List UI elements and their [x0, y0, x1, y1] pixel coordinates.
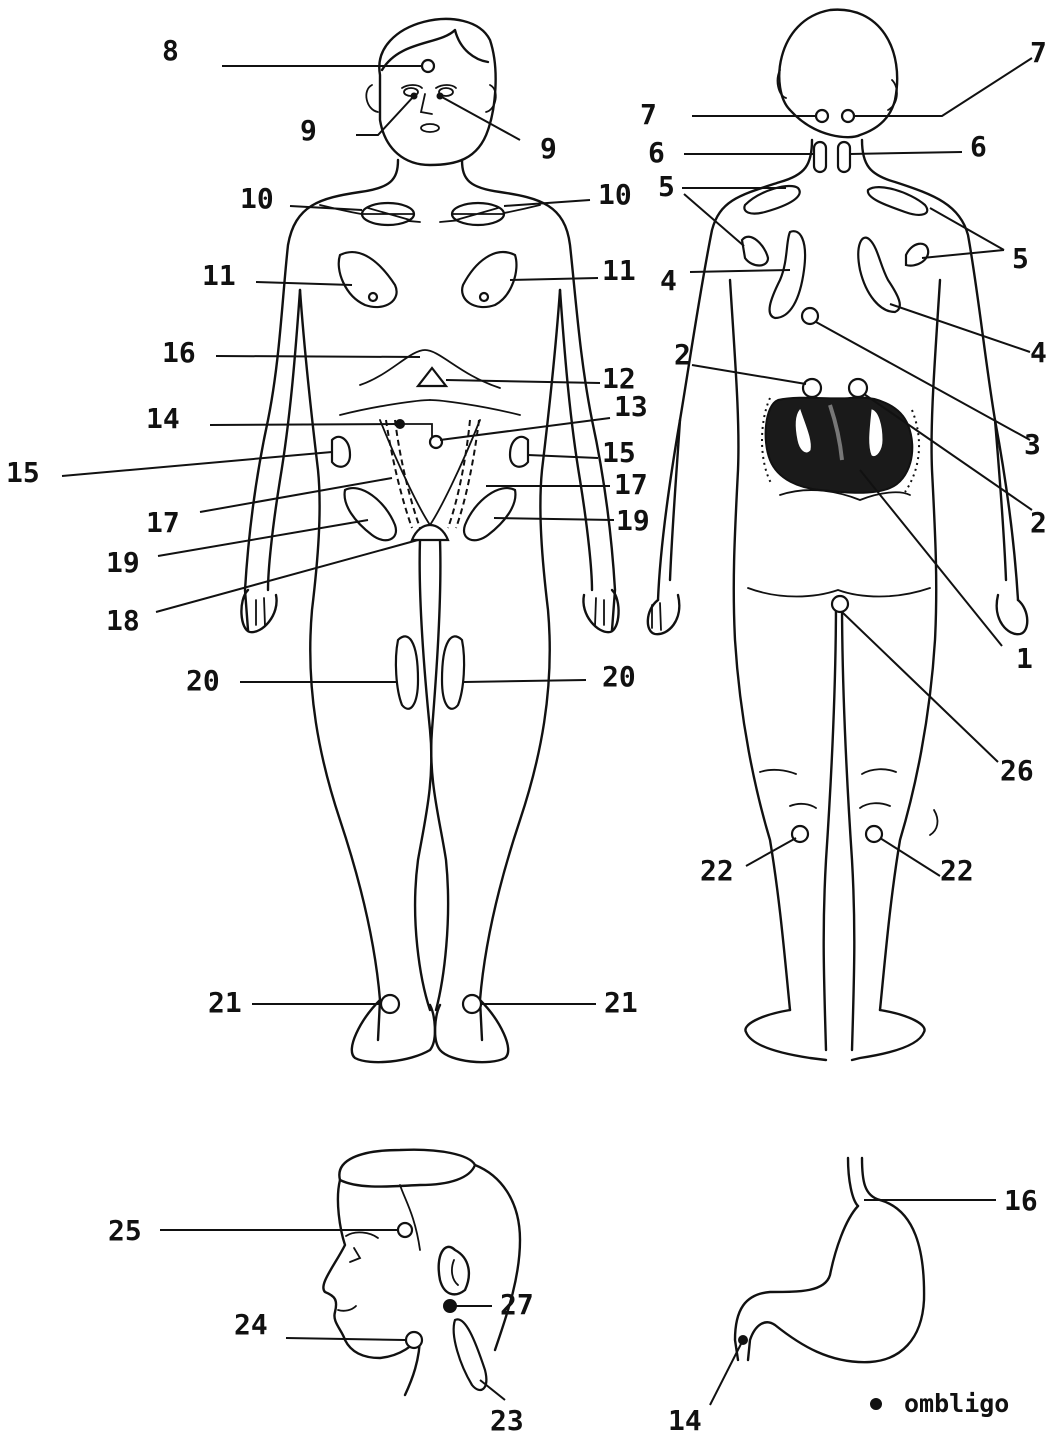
point-7-left [816, 110, 828, 122]
label-16-stomach: 16 [1004, 1184, 1038, 1217]
label-18: 18 [106, 604, 140, 637]
label-4-left: 4 [660, 264, 677, 297]
head-leaders [160, 1230, 505, 1400]
label-17-right: 17 [614, 468, 648, 501]
label-6-left: 6 [648, 136, 665, 169]
label-19-left: 19 [106, 546, 140, 579]
zone-4-blade-left [770, 231, 806, 318]
zone-4-blade-right [858, 238, 900, 312]
legend-ombligo: ombligo [904, 1389, 1009, 1418]
label-25: 25 [108, 1214, 142, 1247]
label-9-left: 9 [300, 114, 317, 147]
label-17-left: 17 [146, 506, 180, 539]
label-14-stomach: 14 [668, 1404, 702, 1437]
label-13: 13 [614, 390, 648, 423]
zone-11-breast-left [339, 252, 397, 307]
label-11-left: 11 [202, 259, 236, 292]
zone-23-neck [454, 1319, 487, 1390]
point-8-forehead [422, 60, 434, 72]
label-15-left: 15 [6, 456, 40, 489]
label-20-right: 20 [602, 660, 636, 693]
label-14-front: 14 [146, 402, 180, 435]
label-21-left: 21 [208, 986, 242, 1019]
label-5-left: 5 [658, 170, 675, 203]
point-25-temple [398, 1223, 412, 1237]
label-2-right: 2 [1030, 506, 1047, 539]
point-2-left [803, 379, 821, 397]
point-27-behind-ear [444, 1300, 456, 1312]
point-7-right [842, 110, 854, 122]
point-26-sacrum [832, 596, 848, 612]
zone-11-breast-right [462, 252, 516, 307]
zone-18-pubic [412, 525, 448, 540]
zone-17-line-left [386, 420, 412, 528]
labels: 8 9 9 10 10 11 11 16 1 2 14 13 15 15 17 1… [6, 34, 1047, 1437]
label-10-left: 10 [240, 182, 274, 215]
label-2-left: 2 [674, 338, 691, 371]
label-23: 23 [490, 1404, 524, 1437]
label-8: 8 [162, 34, 179, 67]
zone-19-groin-left [345, 488, 396, 540]
back-zones [742, 110, 928, 842]
point-13 [430, 436, 442, 448]
zone-6-left [814, 142, 826, 172]
zone-15-hip-left [332, 437, 350, 467]
point-21-ankle-left [381, 995, 399, 1013]
point-21-ankle-right [463, 995, 481, 1013]
zone-6-right [838, 142, 850, 172]
point-3 [802, 308, 818, 324]
zone-20-thigh-right [442, 636, 464, 708]
label-4-right: 4 [1030, 336, 1047, 369]
point-24-jaw [406, 1332, 422, 1348]
stomach-diagram [710, 1158, 996, 1409]
label-7-left: 7 [640, 98, 657, 131]
label-22-right: 22 [940, 854, 974, 887]
label-21-right: 21 [604, 986, 638, 1019]
label-7-right: 7 [1030, 36, 1047, 69]
head-profile [323, 1150, 520, 1395]
label-22-left: 22 [700, 854, 734, 887]
label-19-right: 19 [616, 504, 650, 537]
navel-dot-icon [871, 1399, 881, 1409]
zone-19-groin-right [464, 488, 515, 540]
label-11-right: 11 [602, 254, 636, 287]
label-9-right: 9 [540, 132, 557, 165]
label-5-right: 5 [1012, 242, 1029, 275]
label-16-front: 16 [162, 336, 196, 369]
point-22-knee-right [866, 826, 882, 842]
zone-12-triangle [418, 368, 446, 386]
label-26: 26 [1000, 754, 1034, 787]
zone-5-scapula-left [742, 237, 768, 266]
label-20-left: 20 [186, 664, 220, 697]
label-10-right: 10 [598, 178, 632, 211]
zone-15-hip-right [510, 437, 528, 467]
zone-5-scapula-right [906, 244, 928, 266]
zone-20-thigh-left [396, 636, 418, 708]
label-15-right: 15 [602, 436, 636, 469]
label-24: 24 [234, 1308, 268, 1341]
label-1: 1 [1016, 642, 1033, 675]
label-27: 27 [500, 1288, 534, 1321]
label-6-right: 6 [970, 130, 987, 163]
label-3: 3 [1024, 428, 1041, 461]
front-zones [332, 60, 528, 1013]
